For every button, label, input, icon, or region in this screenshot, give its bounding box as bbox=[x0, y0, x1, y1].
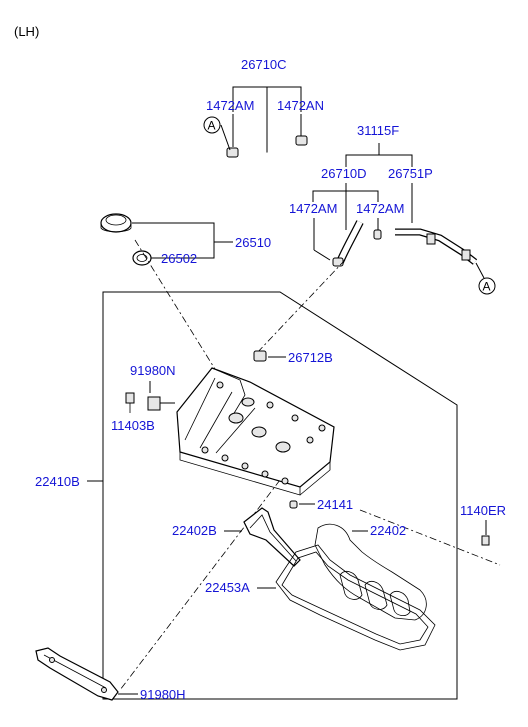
group-22402b: 22402B bbox=[172, 507, 301, 567]
group-22402: 22402 bbox=[314, 523, 427, 621]
plug-24141 bbox=[289, 500, 298, 509]
ref-a-text-2: A bbox=[483, 280, 491, 294]
label-91980n: 91980N bbox=[130, 363, 176, 378]
label-22453a: 22453A bbox=[205, 580, 250, 595]
label-26712b: 26712B bbox=[288, 350, 333, 365]
bracket-91980n bbox=[147, 396, 161, 411]
label-1472am-b: 1472AM bbox=[289, 201, 337, 216]
label-26510: 26510 bbox=[235, 235, 271, 250]
group-24141: 24141 bbox=[289, 497, 353, 512]
oil-filler-cap bbox=[100, 213, 132, 233]
label-91980h: 91980H bbox=[140, 687, 186, 702]
ref-a-circle-2 bbox=[478, 277, 496, 295]
label-22410b: 22410B bbox=[35, 474, 80, 489]
clamp-1472am-c bbox=[373, 229, 382, 240]
bracket-91980h bbox=[35, 647, 119, 701]
clamp-1472am-b bbox=[332, 257, 344, 267]
group-91980n: 91980N 11403B bbox=[111, 363, 176, 433]
group-1140er: 1140ER bbox=[460, 503, 506, 546]
variant-label: (LH) bbox=[14, 24, 39, 39]
bracket-26510 bbox=[132, 222, 215, 259]
group-26712b: 26712B bbox=[253, 350, 333, 365]
label-31115f: 31115F bbox=[357, 123, 399, 138]
bolt-11403b bbox=[125, 392, 135, 404]
gasket-22402b bbox=[243, 507, 301, 567]
label-11403b: 11403B bbox=[111, 418, 155, 433]
label-22402b: 22402B bbox=[172, 523, 217, 538]
group-91980h: 91980H bbox=[35, 647, 186, 702]
label-1472am-c: 1472AM bbox=[356, 201, 404, 216]
gasket-22453a bbox=[275, 544, 436, 651]
label-26710c: 26710C bbox=[241, 57, 287, 72]
bolt-1140er bbox=[481, 535, 490, 546]
ref-a-circle-1 bbox=[203, 116, 221, 134]
group-26710c: 26710C 1472AM 1472AN A bbox=[203, 57, 324, 191]
label-24141: 24141 bbox=[317, 497, 353, 512]
label-22402: 22402 bbox=[370, 523, 406, 538]
enclosure-22410b bbox=[102, 291, 458, 700]
group-22453a: 22453A bbox=[205, 544, 436, 651]
gasket-22402 bbox=[314, 523, 427, 621]
pcv-valve bbox=[253, 350, 267, 362]
label-1472am-a: 1472AM bbox=[206, 98, 254, 113]
clamp-1472an bbox=[295, 135, 308, 146]
clamp-1472am-a bbox=[226, 147, 239, 158]
cap-gasket bbox=[132, 250, 152, 266]
cylinder-head-cover bbox=[176, 367, 335, 496]
label-1472an: 1472AN bbox=[277, 98, 324, 113]
ref-a-text-1: A bbox=[208, 119, 216, 133]
group-31115f: 31115F 26710D 26751P 1472AM 1472AM A bbox=[289, 123, 496, 295]
label-26751p: 26751P bbox=[388, 166, 433, 181]
label-1140er: 1140ER bbox=[460, 503, 506, 518]
group-22410b: 22410B bbox=[35, 291, 458, 700]
label-26502: 26502 bbox=[161, 251, 197, 266]
label-26710d: 26710D bbox=[321, 166, 367, 181]
